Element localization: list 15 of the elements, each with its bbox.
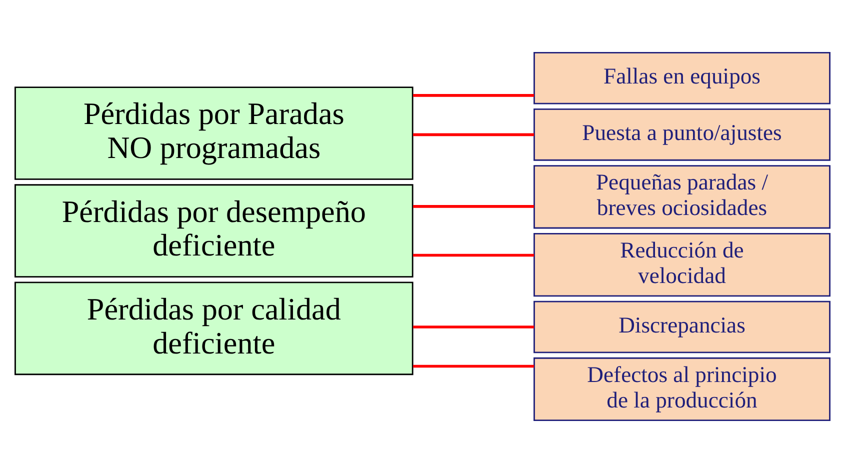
connector <box>412 364 534 368</box>
connector <box>412 325 534 328</box>
connector <box>412 132 534 136</box>
node-box: Pérdidas por calidad deficiente <box>14 281 413 375</box>
node-box: Fallas en equipos <box>533 51 830 104</box>
node-box: Reducción de velocidad <box>533 232 830 296</box>
connector <box>412 253 534 256</box>
node-box: Pérdidas por desempeño deficiente <box>14 184 413 278</box>
node-box: Defectos al principio de la producción <box>533 356 830 421</box>
node-box: Pequeñas paradas / breves ociosidades <box>533 164 830 228</box>
node-box: Pérdidas por Paradas NO programadas <box>14 86 413 180</box>
connector <box>412 204 534 208</box>
node-box: Puesta a punto/ajustes <box>533 108 830 160</box>
node-box: Discrepancias <box>533 300 830 353</box>
connector <box>412 94 534 96</box>
